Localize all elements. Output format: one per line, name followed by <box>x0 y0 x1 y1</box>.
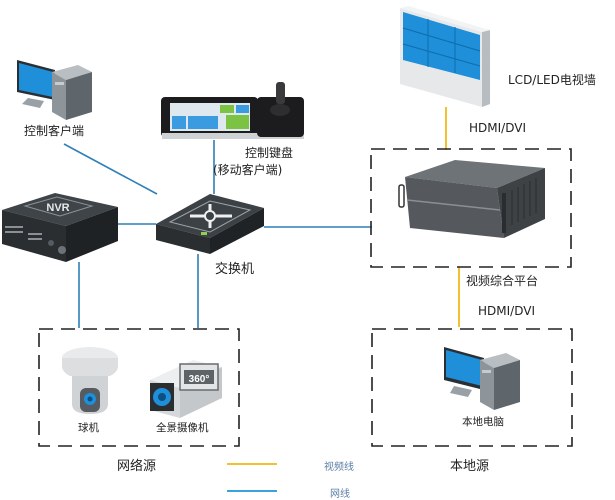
control-client-desktop-icon <box>17 60 92 120</box>
platform-label: 视频综合平台 <box>466 274 539 288</box>
control-keyboard-sublabel: (移动客户端) <box>213 163 283 177</box>
network-source-group-box <box>38 328 240 447</box>
platform-group-box <box>370 148 572 268</box>
legend-video-label: 视频线 <box>324 462 354 473</box>
line-client-switch <box>63 143 158 195</box>
panoramic-camera-label: 全景摄像机 <box>156 422 209 434</box>
local-source-group-box <box>371 328 573 447</box>
network-source-label: 网络源 <box>117 459 157 474</box>
hdmi-dvi-label-bottom: HDMI/DVI <box>478 304 535 318</box>
nvr-icon: NVR <box>2 193 118 262</box>
svg-text:NVR: NVR <box>46 202 69 214</box>
local-pc-label: 本地电脑 <box>462 416 504 428</box>
local-source-label: 本地源 <box>450 459 490 474</box>
dome-camera-icon <box>62 347 118 414</box>
local-pc-desktop-icon <box>444 347 520 410</box>
legend-network-label: 网线 <box>330 489 350 500</box>
dome-camera-label: 球机 <box>78 422 99 434</box>
video-wall-label: LCD/LED电视墙 <box>508 73 596 87</box>
video-wall-icon <box>400 6 490 107</box>
control-client-label: 控制客户端 <box>24 124 85 138</box>
panoramic-badge: 360° <box>189 374 210 385</box>
control-keyboard-label: 控制键盘 <box>245 146 294 160</box>
switch-label: 交换机 <box>215 262 255 277</box>
control-keyboard-icon <box>161 82 304 139</box>
platform-chassis-icon <box>398 160 545 238</box>
hdmi-dvi-label-top: HDMI/DVI <box>469 121 526 135</box>
switch-icon <box>156 194 264 254</box>
panoramic-camera-icon: 360° <box>150 360 222 418</box>
